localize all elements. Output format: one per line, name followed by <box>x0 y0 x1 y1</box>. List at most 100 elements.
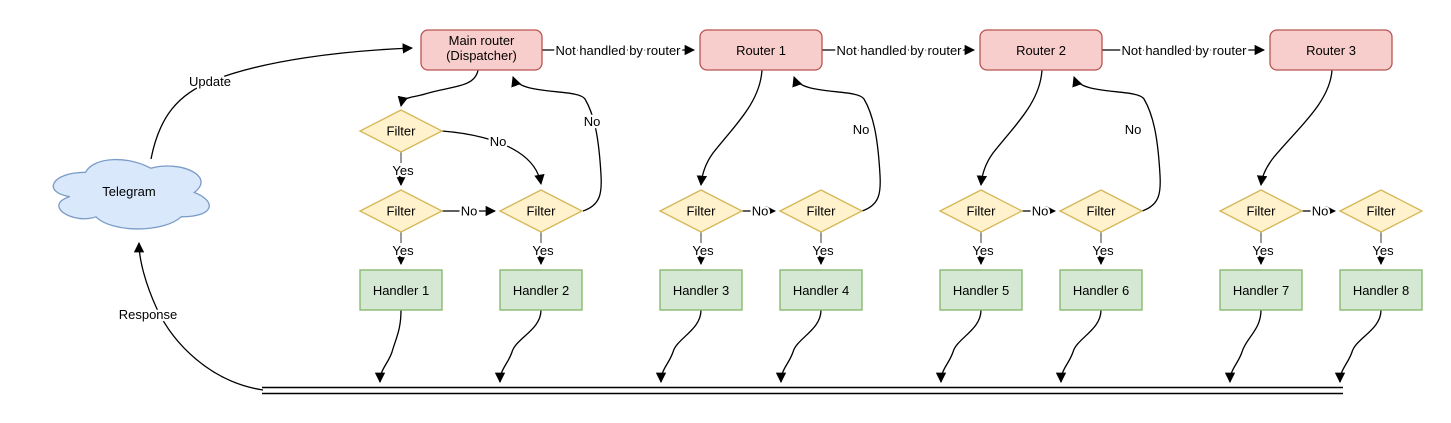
filter-shape <box>358 189 444 233</box>
yes-label: Yes <box>392 163 414 178</box>
handler2-drop-arrow <box>494 309 542 384</box>
no-label: No <box>1032 204 1049 219</box>
handler7-drop-arrow <box>1224 309 1262 384</box>
handler-3-box <box>659 269 743 311</box>
filter-label: Filter <box>387 204 417 219</box>
no-label: No <box>1125 122 1142 137</box>
not-handled-label-2: Not handled by router <box>836 43 962 58</box>
not-handled-label-3: Not handled by router <box>1121 43 1247 58</box>
filter-diamond-router3-left: Filter <box>1218 189 1304 233</box>
cloud-shape <box>52 158 210 230</box>
main-router-box <box>420 29 543 71</box>
main-router-to-filter-arrow <box>397 69 479 108</box>
filter-shape <box>778 189 864 233</box>
main-router-node: Main router(Dispatcher) <box>420 29 543 71</box>
yes-label: Yes <box>532 243 554 258</box>
handler-5-node: Handler 5 <box>939 269 1023 311</box>
not-handled-label-1: Not handled by router <box>555 43 681 58</box>
yes-label: Yes <box>1372 243 1394 258</box>
router2-to-filter-arrow <box>976 69 1043 187</box>
handler-7-box <box>1219 269 1303 311</box>
update-label: Update <box>189 74 231 89</box>
yes-label: Yes <box>1092 243 1114 258</box>
cloud-label: Telegram <box>102 184 155 199</box>
filter-diamond-router1-right: Filter <box>778 189 864 233</box>
filter-diamond-router2-left: Filter <box>938 189 1024 233</box>
handler-3-node: Handler 3 <box>659 269 743 311</box>
router-2-label: Router 2 <box>1016 43 1066 58</box>
handler-4-box <box>779 269 863 311</box>
handler3-drop-arrow <box>655 309 702 384</box>
router-3-label: Router 3 <box>1306 43 1356 58</box>
response-label: Response <box>119 307 178 322</box>
filter-label: Filter <box>1247 204 1277 219</box>
handler-3-label: Handler 3 <box>673 283 729 298</box>
filter-shape <box>1058 189 1144 233</box>
no-loop-to-router2 <box>1072 76 1161 212</box>
filter-shape <box>938 189 1024 233</box>
router-1-box <box>699 29 823 71</box>
handler-2-box <box>499 269 583 311</box>
filter-shape <box>658 189 744 233</box>
handler-8-label: Handler 8 <box>1353 283 1409 298</box>
filter-label: Filter <box>807 204 837 219</box>
no-label: No <box>853 122 870 137</box>
filter-diamond-main-top: Filter <box>358 109 444 153</box>
no-label: No <box>584 114 601 129</box>
filter-label: Filter <box>527 204 557 219</box>
no-loop-to-router1 <box>792 76 881 212</box>
router1-to-filter-arrow <box>696 69 763 187</box>
handler-6-box <box>1059 269 1143 311</box>
handler-6-node: Handler 6 <box>1059 269 1143 311</box>
yes-label: Yes <box>392 243 414 258</box>
handler-1-box <box>359 269 443 311</box>
no-label: No <box>490 134 507 149</box>
handler-5-label: Handler 5 <box>953 283 1009 298</box>
no-loop-to-main-router <box>511 76 602 212</box>
handler-6-label: Handler 6 <box>1073 283 1129 298</box>
yes-label: Yes <box>692 243 714 258</box>
handler8-drop-arrow <box>1334 309 1382 384</box>
handler-7-node: Handler 7 <box>1219 269 1303 311</box>
handler-7-label: Handler 7 <box>1233 283 1289 298</box>
handler-1-node: Handler 1 <box>359 269 443 311</box>
filter-shape <box>358 109 444 153</box>
router-2-box <box>979 29 1103 71</box>
router-1-label: Router 1 <box>736 43 786 58</box>
handler-1-label: Handler 1 <box>373 283 429 298</box>
filter-label: Filter <box>387 124 417 139</box>
filter-diamond-router2-right: Filter <box>1058 189 1144 233</box>
handler-5-box <box>939 269 1023 311</box>
filter-shape <box>498 189 584 233</box>
filter-label: Filter <box>1087 204 1117 219</box>
no-label: No <box>1312 204 1329 219</box>
filter-label: Filter <box>1367 204 1397 219</box>
handler-8-box <box>1339 269 1423 311</box>
yes-label: Yes <box>812 243 834 258</box>
filter-diamond-main-right: Filter <box>498 189 584 233</box>
router-2-node: Router 2 <box>979 29 1103 71</box>
handler-8-node: Handler 8 <box>1339 269 1423 311</box>
filter-diamond-router3-right: Filter <box>1338 189 1424 233</box>
yes-label: Yes <box>972 243 994 258</box>
telegram-cloud: Telegram <box>52 158 210 230</box>
handler-4-label: Handler 4 <box>793 283 849 298</box>
handler5-drop-arrow <box>935 309 982 384</box>
response-arrow <box>133 241 264 391</box>
filter-diamond-main-left: Filter <box>358 189 444 233</box>
filter-shape <box>1338 189 1424 233</box>
main-router-label: Main router(Dispatcher) <box>446 33 517 63</box>
handler1-drop-arrow <box>374 309 402 384</box>
router-3-node: Router 3 <box>1269 29 1393 71</box>
no-label: No <box>752 204 769 219</box>
update-arrow <box>150 43 414 160</box>
handler6-drop-arrow <box>1055 309 1102 384</box>
filter-label: Filter <box>967 204 997 219</box>
router-3-box <box>1269 29 1393 71</box>
router-1-node: Router 1 <box>699 29 823 71</box>
filter-shape <box>1218 189 1304 233</box>
handler-2-label: Handler 2 <box>513 283 569 298</box>
no-label: No <box>461 204 478 219</box>
